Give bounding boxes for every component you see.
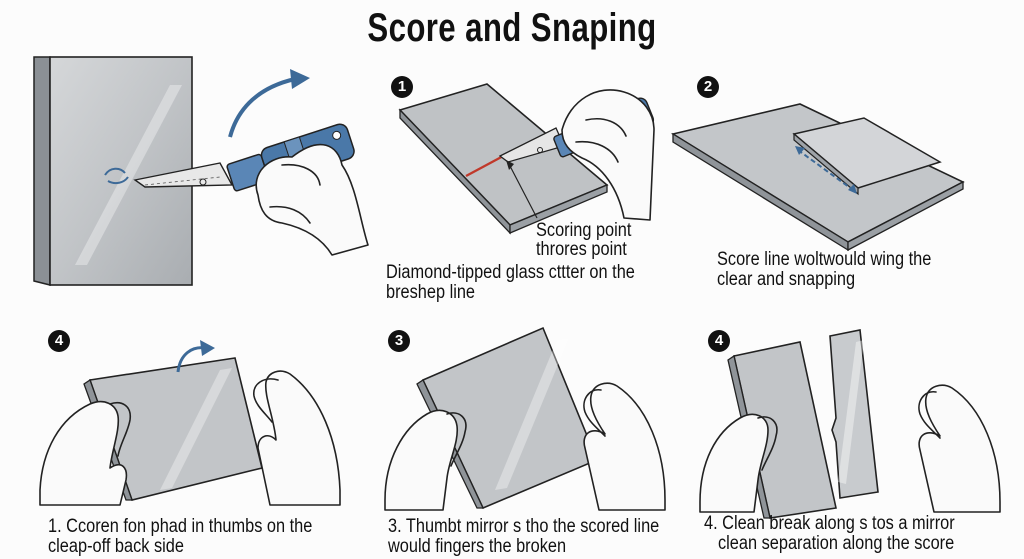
page-title: Score and Snaping xyxy=(367,6,657,50)
step-2-caption-line2: clear and snapping xyxy=(717,269,856,290)
clean-break-caption-line2: clean separation along the score xyxy=(718,533,955,554)
cutter-caption-line2: breshep line xyxy=(386,282,476,303)
clean-break-caption-line1: 4. Clean break along s tos a mirror xyxy=(704,513,955,534)
snap-hold-caption-line1: 1. Ccoren fon phad in thumbs on the xyxy=(48,516,313,537)
scoring-point-label-2: throres point xyxy=(536,239,627,260)
scoring-point-label-1: Scoring point xyxy=(536,220,632,241)
score-line-glass-illustration xyxy=(670,103,965,252)
snap-hold-caption-line2: cleap-off back side xyxy=(48,536,184,557)
hold-glass-illustration xyxy=(39,340,341,506)
step-number-badge: 3 xyxy=(388,330,410,352)
step-number-badge: 4 xyxy=(708,330,730,352)
step-number-badge: 1 xyxy=(391,76,413,98)
cutter-caption-line1: Diamond-tipped glass cttter on the xyxy=(386,262,635,283)
step-number-badge: 4 xyxy=(48,330,70,352)
snap-press-caption-line2: would fingers the broken xyxy=(388,536,567,557)
clean-break-illustration xyxy=(699,329,1001,519)
thumb-press-illustration xyxy=(384,326,666,511)
cutter-on-glass-illustration xyxy=(398,83,655,235)
snap-press-caption-line1: 3. Thumbt mirror s tho the scored line xyxy=(388,516,660,537)
step-number-badge: 2 xyxy=(697,76,719,98)
mirror-scoring-illustration xyxy=(33,56,369,286)
step-2-caption-line1: Score line woltwould wing the xyxy=(717,249,932,270)
